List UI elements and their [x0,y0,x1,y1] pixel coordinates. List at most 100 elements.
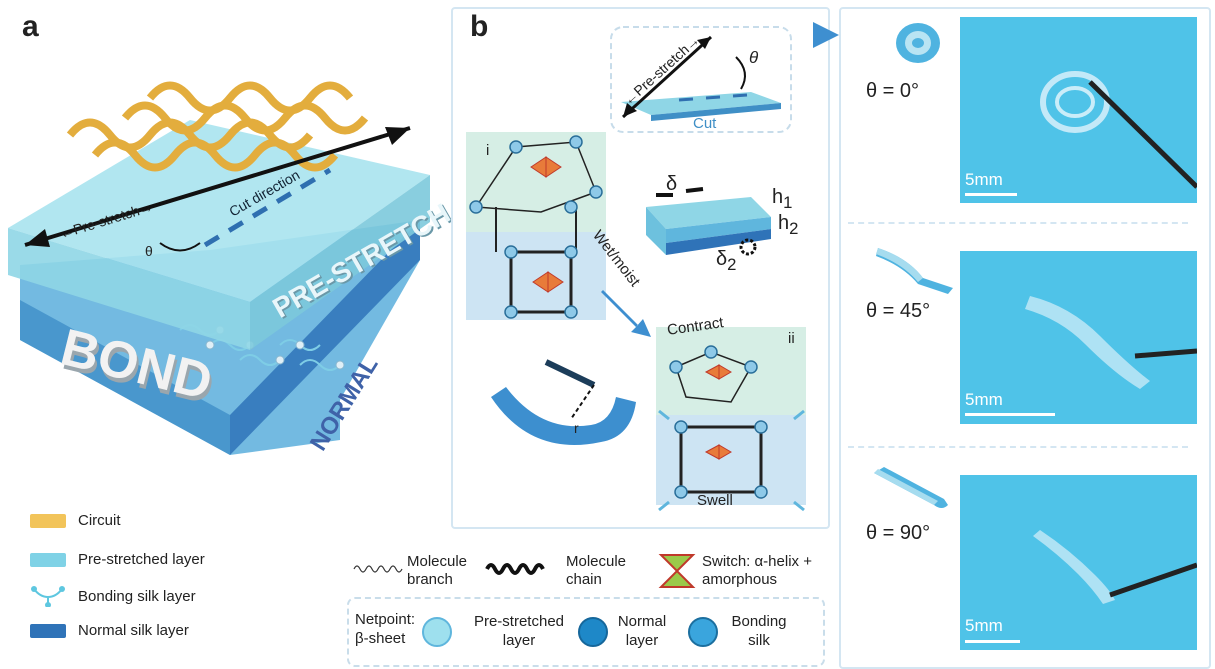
normal-layer-front-face [20,300,230,455]
legend-pre-stretched: Pre-stretched layer [30,551,205,568]
normal-node-icon [578,617,608,647]
pre-stretched-layer-front [8,228,250,350]
wet-moist-arrow [601,290,651,337]
divider-2 [848,446,1188,448]
photo-theta-45 [960,251,1198,424]
switch-icon [658,554,696,588]
pre-stretched-node-label: Pre-stretched layer [473,613,565,649]
cut-direction-dashes [203,167,332,248]
pre-stretched-swatch [30,552,66,567]
legend-pre-stretched-label: Pre-stretched layer [78,551,205,568]
pre-stretch-arrow [24,126,411,247]
photo-90-contents [1033,530,1198,604]
theta-45-label: θ = 45° [866,300,931,322]
network-ii-switches [704,364,732,460]
legend-normal: Normal silk layer [30,622,189,639]
legend-circuit: Circuit [30,512,121,529]
panel-b-letter: b [470,10,489,43]
bilayer-h2 [666,229,771,255]
scale-0-bar [965,193,1017,196]
network-ii-nodes [669,345,768,499]
curvature-rod [544,359,596,388]
bonding-node-icon [688,617,718,647]
b-theta-label: θ [749,48,759,67]
photo-0-contents [1040,71,1199,189]
roll-icon-0 [896,23,940,63]
switch-label: Switch: α-helix + amorphous [702,553,812,588]
inset-frame [610,26,792,133]
inset-theta-arc [735,56,746,90]
inset-pre-stretch-arrow [621,35,713,119]
h2-label: h2 [778,212,798,239]
delta2-label: δ2 [716,248,736,275]
circuit-swatch [30,513,66,528]
molecule-chain-label: Molecule chain [566,553,627,588]
swell-arrows [658,409,805,512]
theta-0-label: θ = 0° [866,80,920,102]
h1-text: h [772,186,784,208]
scale-45-label: 5mm [965,390,1003,409]
tube-icon-90 [874,467,948,508]
panel-a-illustration [8,81,430,455]
legend-circuit-label: Circuit [78,512,121,529]
pointer-triangle [813,22,839,48]
network-i-label: i [486,142,490,159]
delta1-arrow-right [685,187,704,193]
right-panel-frame [839,7,1211,669]
divider-1 [848,222,1188,224]
bonding-node-label: Bonding silk [731,613,787,649]
pre-stretched-layer-side [250,175,430,350]
h1-label: h1 [772,186,792,213]
scale-0-label: 5mm [965,170,1003,189]
strip-icon-45 [876,248,953,294]
molecule-branch-icon [353,565,403,573]
legend-bonding-label: Bonding silk layer [78,587,196,605]
scale-90-bar [965,640,1020,643]
strip-cut-marks [678,93,748,102]
photo-theta-90 [960,475,1198,650]
bilayer-h1 [666,217,771,243]
legend-normal-label: Normal silk layer [78,622,189,639]
bilayer-top [646,197,771,229]
delta1-label: δ [666,173,678,195]
panel-b-frame [451,7,830,529]
normal-layer-side-face [230,220,420,455]
bonding-silk-icon [31,586,65,607]
network-i-lower-bg [466,232,606,320]
scale-45-bar [965,413,1055,416]
panel-a-letter: a [22,10,39,43]
photo-theta-0 [960,17,1199,203]
delta2-sub: 2 [727,255,737,274]
theta-90-label: θ = 90° [866,522,931,544]
network-i-switches [530,156,564,293]
network-i-upper-bg [466,132,606,232]
strip-side [651,103,781,121]
curved-strip [491,387,636,445]
b-cut-label: Cut [693,115,717,132]
normal-node-label: Normal layer [617,613,667,649]
legend-bonding: Bonding silk layer [30,585,196,607]
a-theta-label: θ [145,243,153,259]
h1-sub: 1 [783,193,793,212]
swell-label: Swell [697,492,733,509]
photo-45-contents [1025,296,1198,389]
theta-arc [159,242,201,252]
strip-top [621,92,781,115]
netpoint-label: Netpoint: β-sheet [355,611,416,647]
molecule-branch-label: Molecule branch [407,553,468,588]
scale-90-label: 5mm [965,616,1003,635]
panel-b-illustration [466,26,806,512]
h2-text: h [778,212,790,234]
delta2-icon [739,238,757,256]
molecule-chain-icon [485,563,545,575]
h2-sub: 2 [789,219,799,238]
radius-label: r [574,420,579,436]
pre-stretched-node-icon [422,617,452,647]
network-i-nodes [469,135,603,319]
radius-line [570,384,595,420]
netpoint-legend-box [347,597,825,667]
bilayer-left [646,207,666,255]
circuit-serpentine [66,81,369,172]
normal-swatch [30,623,66,638]
network-ii-label: ii [788,330,795,347]
